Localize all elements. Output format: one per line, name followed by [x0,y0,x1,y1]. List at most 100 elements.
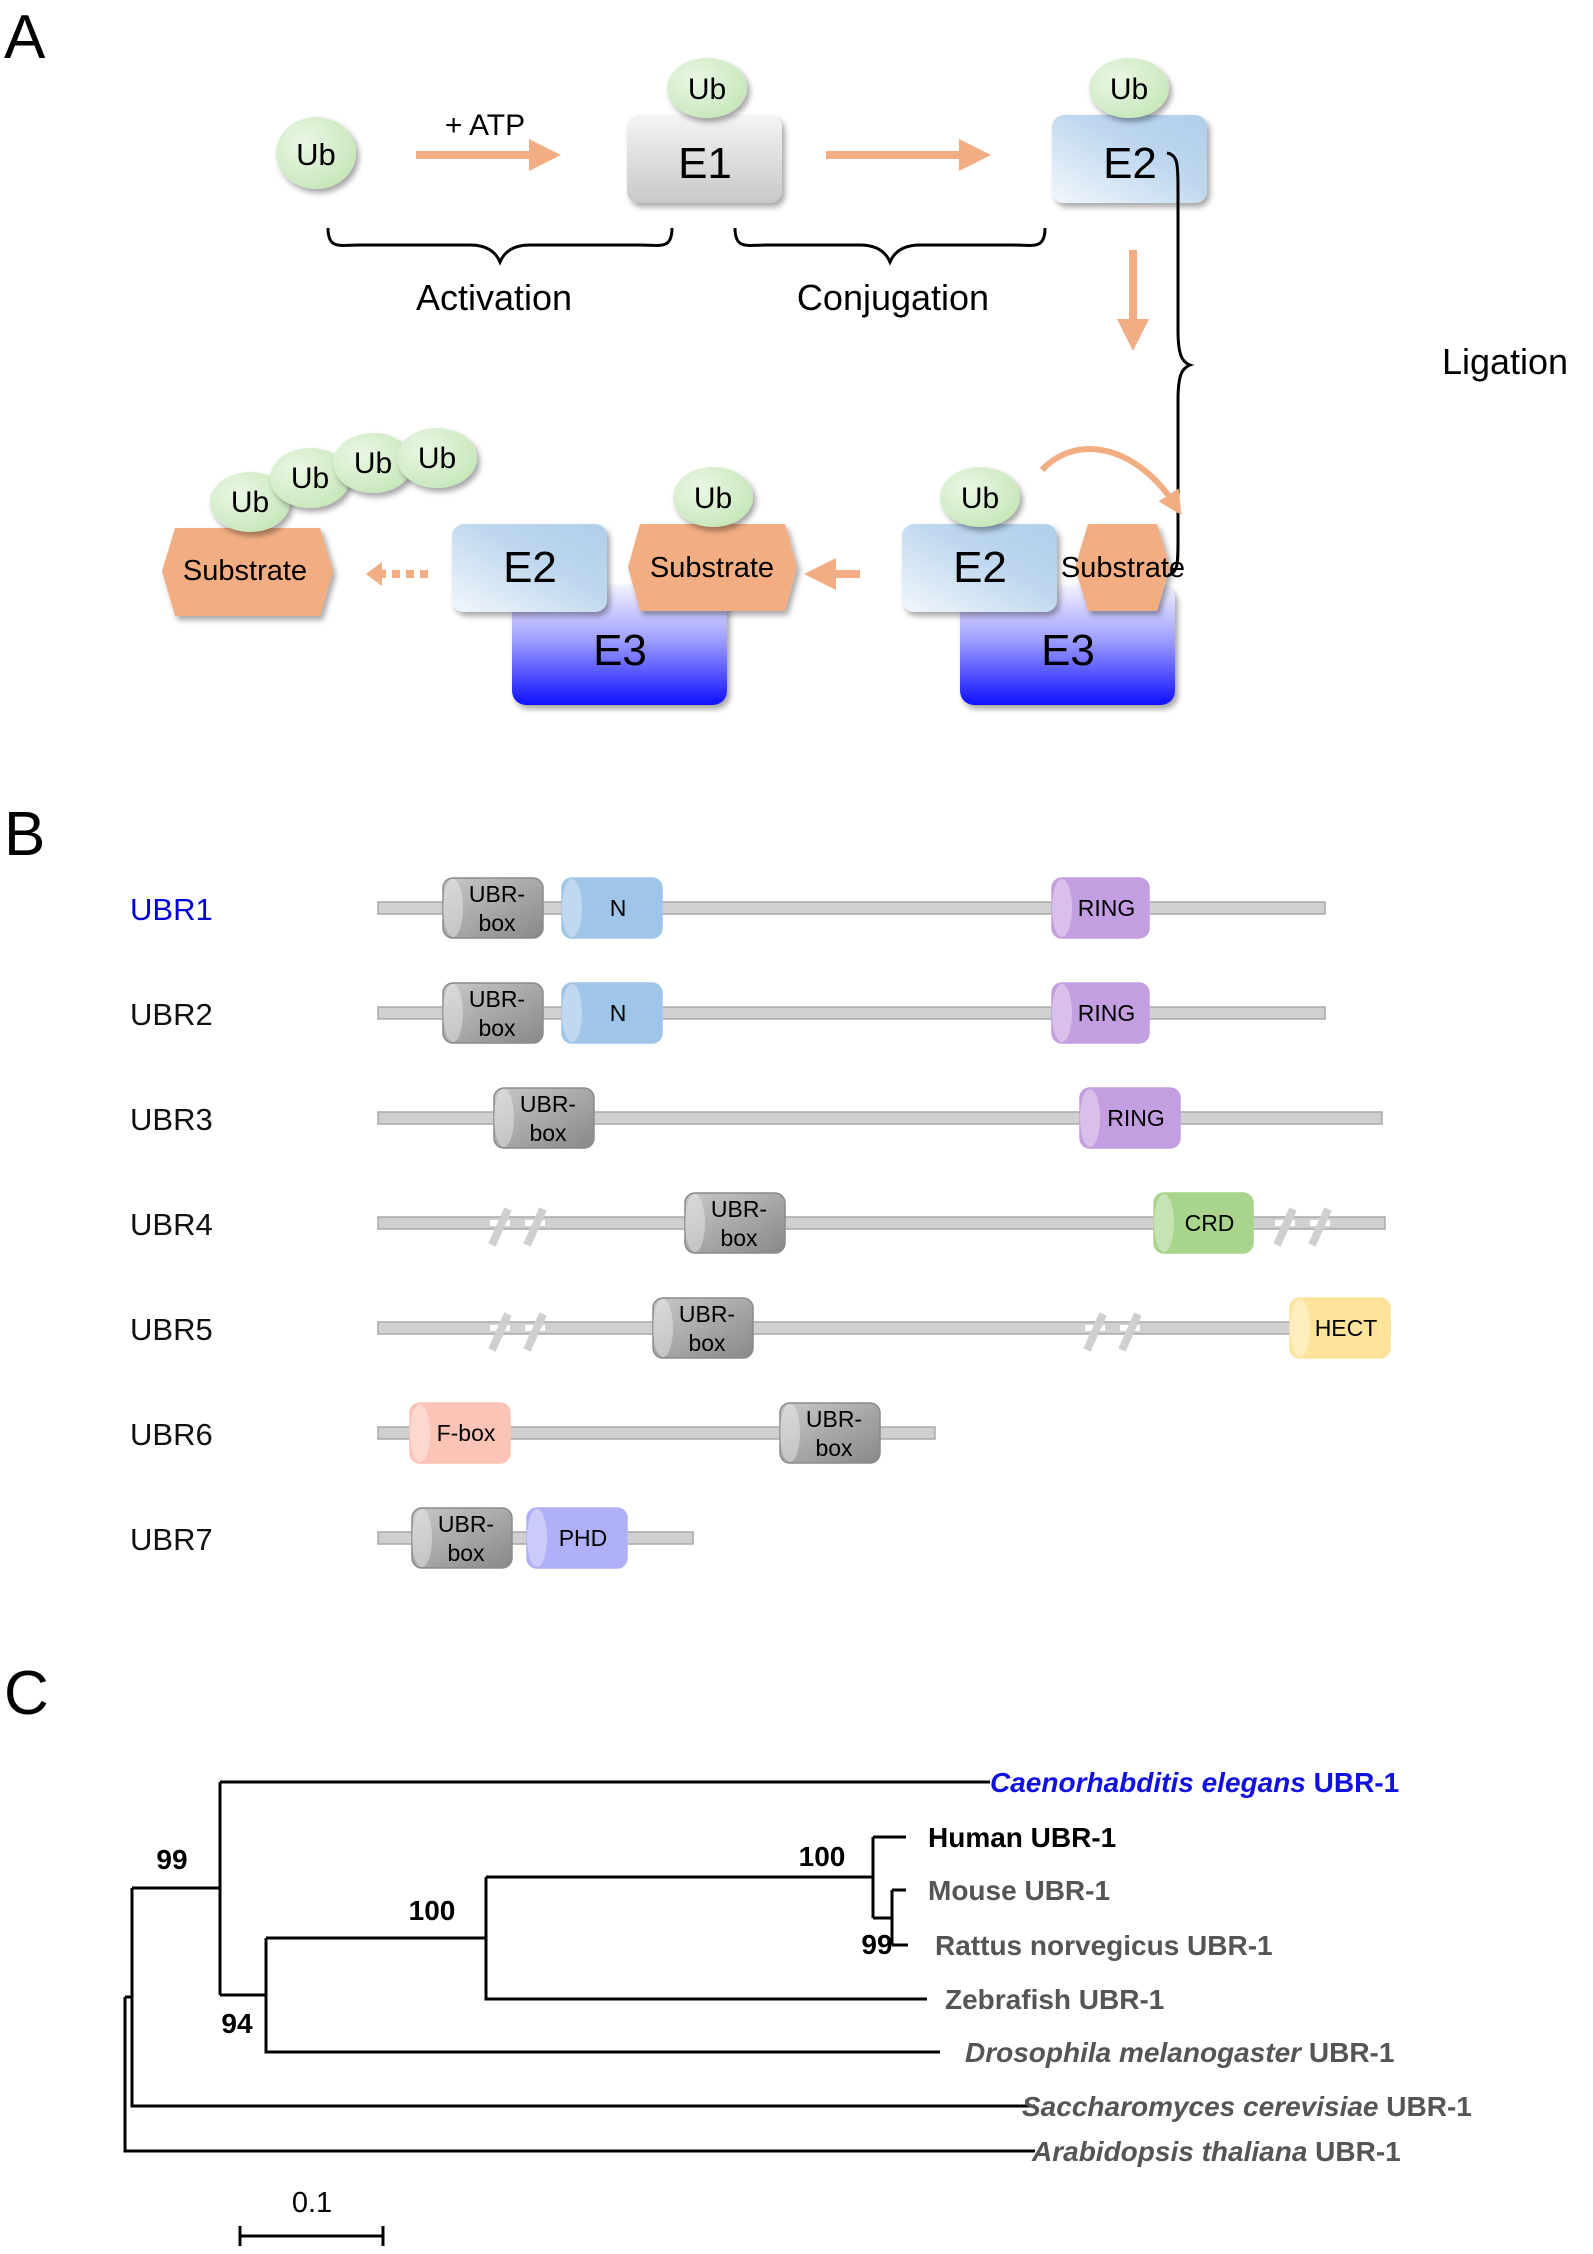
bootstrap-100-vertebrate: 100 [409,1895,456,1926]
panel-c-letter: C [4,1659,49,1728]
e1-label: E1 [678,139,732,188]
ub-on-e2-top-label: Ub [1110,73,1148,106]
domain-label: box [815,1435,853,1461]
domain-label: F-box [437,1420,496,1446]
substrate-polyub [162,528,333,616]
protein-row-ubr7: UBR7 UBR-box PHD [130,1507,694,1569]
ub-on-substrate-middle-label: Ub [694,482,732,515]
domain-label: PHD [559,1525,608,1551]
domain-label: box [478,910,516,936]
leaf-label-mouse: Mouse UBR-1 [928,1875,1110,1906]
domain-label: box [447,1540,485,1566]
ligation-label: Ligation [1442,341,1568,382]
atp-label: + ATP [445,109,525,142]
bootstrap-100-mammal: 100 [799,1841,846,1872]
domain-label: UBR- [469,881,525,907]
activation-brace [326,227,674,266]
e2-right-label: E2 [953,543,1007,592]
domain-ring: RING [1079,1087,1181,1149]
e2-box-top [1052,115,1207,203]
ub-on-e2-top [1089,58,1169,118]
polyub-3 [333,433,413,493]
ub-on-e1-label: Ub [688,73,726,106]
protein-name-ubr5: UBR5 [130,1312,213,1347]
domain-fbox: F-box [409,1402,511,1464]
break-mark [1083,1312,1107,1352]
ub-on-e2-right [940,467,1020,527]
domain-label: RING [1107,1105,1165,1131]
domain-label: box [720,1225,758,1251]
domain-label: UBR- [806,1406,862,1432]
polyub-1 [210,472,290,532]
ligation-brace [1166,151,1195,578]
conjugation-label: Conjugation [797,277,989,318]
polyub-4-label: Ub [418,442,456,475]
polyub-2-label: Ub [291,462,329,495]
protein-name-ubr3: UBR3 [130,1102,213,1137]
protein-name-ubr7: UBR7 [130,1522,213,1557]
domain-label: N [610,1000,627,1026]
e3-middle-label: E3 [593,626,647,675]
domain-ubrbox: UBR-box [684,1192,786,1254]
phylogenetic-tree [123,1780,1035,2153]
e2-middle-label: E2 [503,543,557,592]
domain-ubrbox: UBR-box [779,1402,881,1464]
leaf-label-zebrafish: Zebrafish UBR-1 [945,1984,1164,2015]
domain-label: UBR- [520,1091,576,1117]
domain-ubrbox: UBR-box [442,982,544,1044]
leaf-label-rattus-norvegicus: Rattus norvegicus UBR-1 [935,1930,1273,1961]
protein-name-ubr1: UBR1 [130,892,213,927]
ub-on-e1 [667,58,747,118]
domain-ubrbox: UBR-box [493,1087,595,1149]
domain-label: HECT [1315,1315,1378,1341]
polyub-3-label: Ub [354,447,392,480]
release-dashed-arrow-head [366,562,382,586]
leaf-label-human: Human UBR-1 [928,1822,1116,1853]
polyub-2 [270,448,350,508]
polyub-1-label: Ub [231,486,269,519]
domain-hect: HECT [1289,1297,1391,1359]
ub-transfer-arrow [1039,445,1182,516]
leaf-label-saccharomyces-cerevisiae: Saccharomyces cerevisiae UBR-1 [1022,2091,1472,2122]
protein-name-ubr4: UBR4 [130,1207,213,1242]
domain-ubrbox: UBR-box [652,1297,754,1359]
domain-n: N [561,982,663,1044]
leaf-label-arabidopsis-thaliana: Arabidopsis thaliana UBR-1 [1031,2136,1401,2167]
bootstrap-99-rodent: 99 [861,1929,892,1960]
conjugation-brace [733,227,1047,266]
ub-free [276,117,356,189]
bootstrap-94: 94 [221,2008,253,2039]
substrate-middle-label: Substrate [650,552,774,584]
substrate-right [1075,524,1170,611]
e3-box-right [960,585,1175,705]
break-mark [1308,1207,1332,1247]
e2-box-middle [452,524,607,612]
domain-label: UBR- [438,1511,494,1537]
polyub-4 [397,428,477,488]
break-mark [488,1207,512,1247]
domain-label: UBR- [679,1301,735,1327]
break-mark [1118,1312,1142,1352]
protein-row-ubr5: UBR5 UBR-box HECT [130,1297,1391,1359]
leaf-label-caenorhabditis-elegans: Caenorhabditis elegans UBR-1 [990,1767,1399,1798]
domain-ubrbox: UBR-box [442,877,544,939]
domain-label: N [610,895,627,921]
branch-saccharomyces [130,1888,1035,2108]
bootstrap-99-top: 99 [156,1844,187,1875]
e2-top-label: E2 [1103,139,1157,188]
protein-row-ubr6: UBR6 F-box UBR-box [130,1402,936,1464]
domain-ring: RING [1051,982,1150,1044]
domain-label: UBR- [711,1196,767,1222]
protein-name-ubr6: UBR6 [130,1417,213,1452]
substrate-polyub-label: Substrate [183,555,307,587]
domain-label: box [688,1330,726,1356]
scale-bar [238,2226,385,2246]
branch-arabidopsis [123,1997,1035,2153]
break-mark [488,1312,512,1352]
substrate-middle [628,524,797,611]
protein-name-ubr2: UBR2 [130,997,213,1032]
